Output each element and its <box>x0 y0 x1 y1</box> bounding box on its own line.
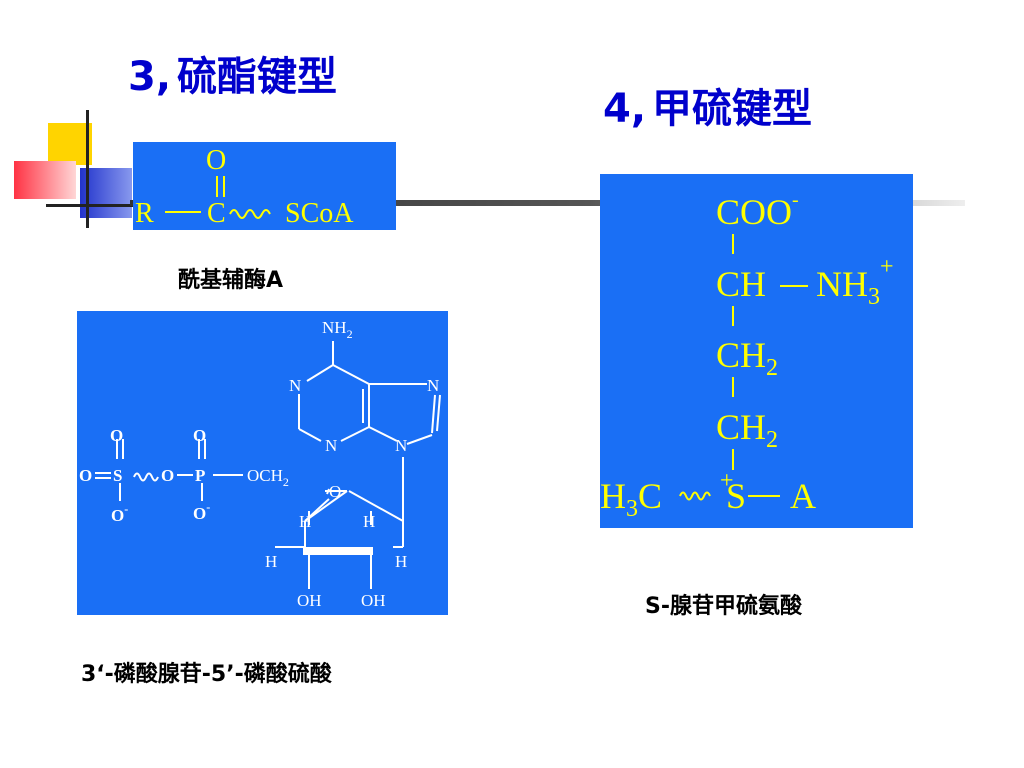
title-thioester-number: 3, <box>128 54 172 100</box>
title-thioester: 3,硫酯键型 <box>128 44 337 102</box>
sam-sulfur: S+ <box>720 468 746 516</box>
paps-structure-panel: NH2 N N N N O H H H H OH OH OCH2 O O O S… <box>77 311 448 615</box>
paps-p-oxygen-top: O <box>193 426 206 445</box>
paps-h2: H <box>363 512 375 531</box>
sam-structure: COO- CH NH3+ CH2 CH2 H3C S+ A <box>600 189 894 522</box>
paps-h3: H <box>265 552 277 571</box>
acyl-coa-structure: O R C SCoA <box>135 145 354 229</box>
paps-p-oxygen-bottom: O- <box>193 500 210 523</box>
sam-ch2-lower: CH2 <box>716 407 778 453</box>
paps-sulfur: S <box>113 466 122 485</box>
deco-yellow-square <box>48 123 92 165</box>
caption-sam: S-腺苷甲硫氨酸 <box>645 594 802 619</box>
sam-ch: CH <box>716 264 766 304</box>
paps-nh2: NH2 <box>322 318 353 341</box>
sam-adenosyl: A <box>790 476 816 516</box>
paps-n3: N <box>325 436 337 455</box>
acyl-coa-oxygen: O <box>206 145 226 176</box>
deco-vertical-line <box>86 110 89 228</box>
deco-short-hline <box>46 204 136 207</box>
paps-s-oxygen-bottom: O- <box>111 502 128 525</box>
title-methylthio-text: 甲硫键型 <box>652 86 813 132</box>
sam-h3c: H3C <box>600 476 662 522</box>
paps-n7: N <box>427 376 439 395</box>
acyl-coa-carbon: C <box>207 198 226 229</box>
sam-structure-panel: COO- CH NH3+ CH2 CH2 H3C S+ A <box>600 174 913 528</box>
paps-bridge-oxygen: O <box>161 466 174 485</box>
sam-coo: COO- <box>716 189 799 232</box>
acyl-coa-structure-panel: O R C SCoA <box>133 142 396 230</box>
high-energy-bond-icon <box>133 472 159 482</box>
paps-oh2: OH <box>361 591 386 610</box>
title-methylthio: 4,甲硫键型 <box>603 76 812 134</box>
paps-och2: OCH2 <box>247 466 289 489</box>
paps-structure: NH2 N N N N O H H H H OH OH OCH2 O O O S… <box>79 318 441 610</box>
paps-s-oxygen-left: O <box>79 466 92 485</box>
high-energy-bond-icon <box>679 491 711 501</box>
paps-n1: N <box>289 376 301 395</box>
caption-acyl-coa: 酰基辅酶A <box>178 268 284 293</box>
title-methylthio-number: 4, <box>603 86 647 132</box>
title-thioester-text: 硫酯键型 <box>177 54 338 100</box>
acyl-coa-scoa: SCoA <box>285 198 354 229</box>
paps-oh1: OH <box>297 591 322 610</box>
paps-h4: H <box>395 552 407 571</box>
acyl-coa-r: R <box>135 198 154 229</box>
paps-phosphorus: P <box>195 466 205 485</box>
sam-ch2-upper: CH2 <box>716 335 778 381</box>
paps-n9: N <box>395 436 407 455</box>
paps-s-oxygen-top: O <box>110 426 123 445</box>
deco-horizontal-line <box>130 200 965 206</box>
paps-ring-o: O <box>329 482 341 501</box>
paps-h1: H <box>299 512 311 531</box>
deco-red-square <box>14 161 76 199</box>
high-energy-bond-icon <box>229 209 271 219</box>
sam-nh3: NH3+ <box>816 254 894 310</box>
caption-paps: 3‘-磷酸腺苷-5’-磷酸硫酸 <box>81 662 332 687</box>
